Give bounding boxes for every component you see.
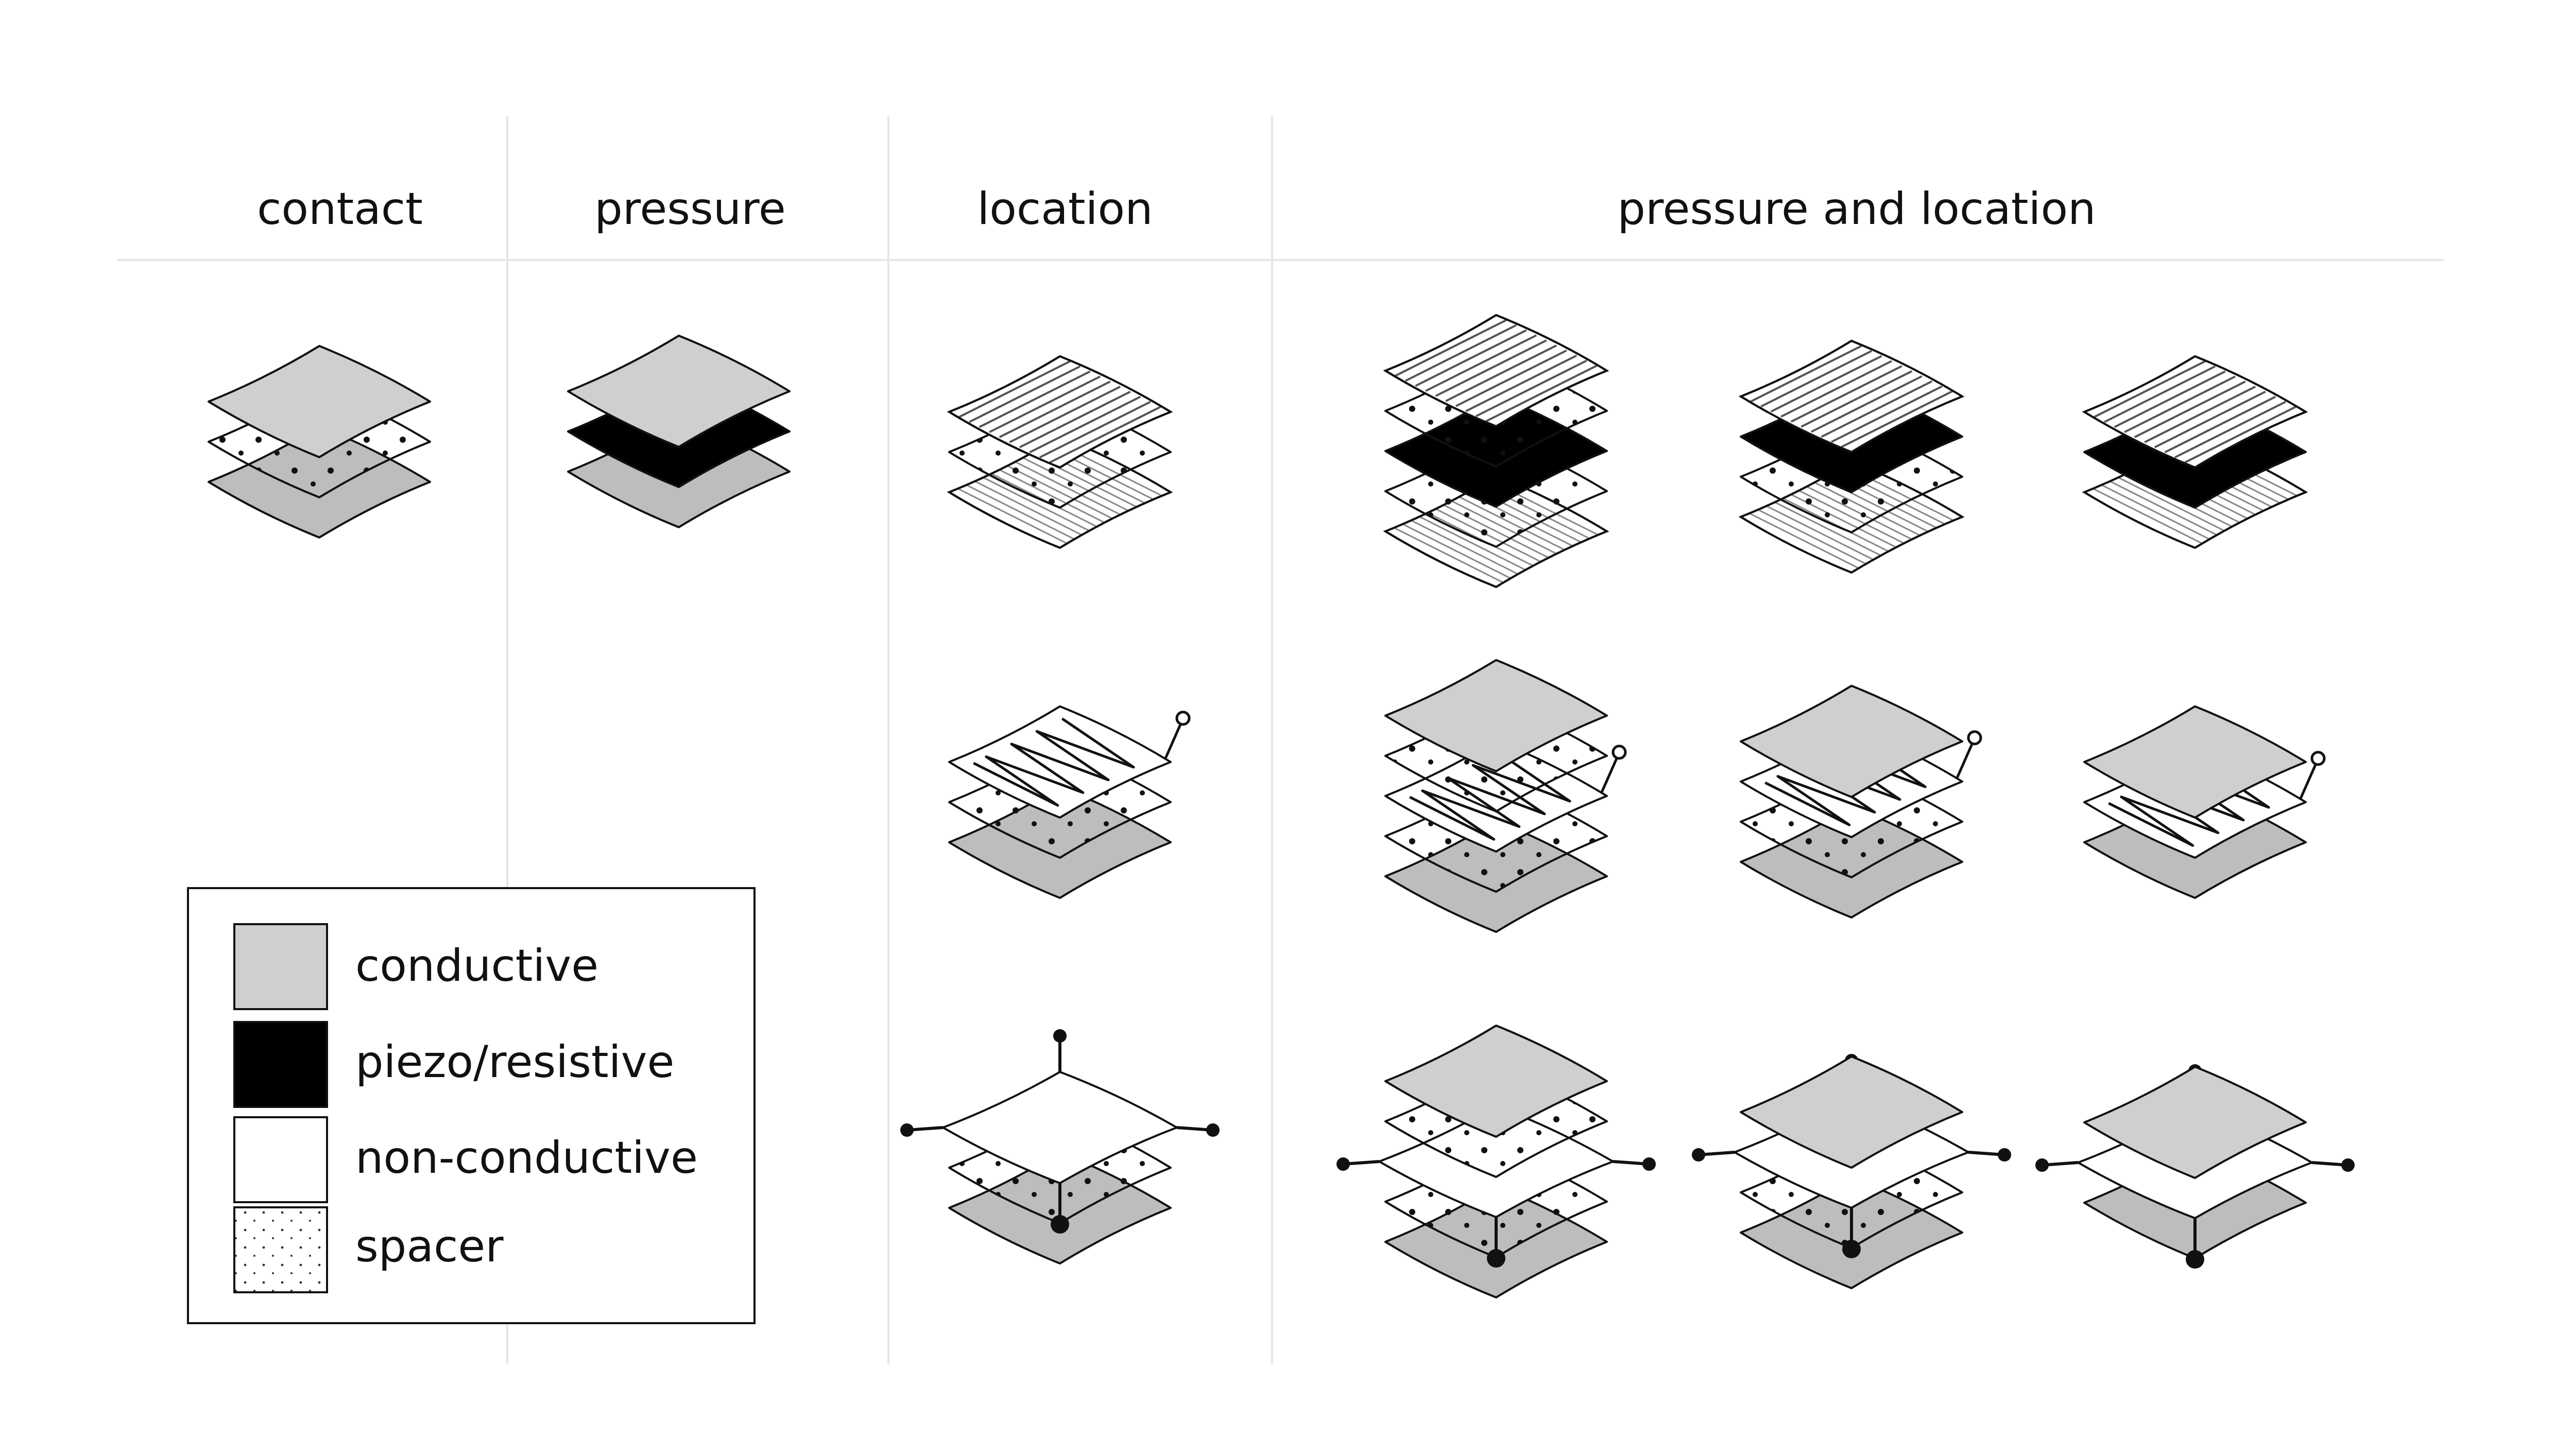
header-contact: contact bbox=[257, 183, 423, 235]
sensor-stack bbox=[1384, 659, 1627, 933]
sensor-stack bbox=[900, 1029, 1220, 1264]
terminal-top-icon bbox=[1053, 1029, 1067, 1043]
sensor-stack bbox=[1383, 314, 1609, 588]
legend-swatch-conductive bbox=[233, 923, 328, 1010]
legend-swatch-spacer bbox=[233, 1206, 328, 1293]
sensor-stack bbox=[1692, 1054, 2011, 1289]
legend-label-nonconductive: non-conductive bbox=[355, 1132, 698, 1184]
legend-label-piezo: piezo/resistive bbox=[355, 1036, 674, 1088]
layer-conductive bbox=[208, 345, 431, 458]
sensor-stack bbox=[567, 335, 791, 528]
layer-conductive bbox=[2083, 1066, 2307, 1179]
terminal-bottom-icon bbox=[2186, 1250, 2204, 1269]
layer-conductive bbox=[567, 335, 791, 448]
sensor-stack bbox=[948, 705, 1191, 899]
lead-terminal-icon bbox=[1175, 710, 1191, 726]
sensor-stack bbox=[1738, 339, 1965, 574]
terminal-bottom-icon bbox=[1487, 1249, 1505, 1268]
lead-terminal-icon bbox=[2310, 751, 2326, 766]
terminal-left-icon bbox=[900, 1123, 914, 1137]
header-location: location bbox=[977, 183, 1153, 235]
layer-conductive bbox=[1384, 1025, 1608, 1138]
terminal-right-icon bbox=[1642, 1157, 1656, 1171]
legend-label-conductive: conductive bbox=[355, 940, 598, 992]
terminal-left-icon bbox=[2035, 1158, 2049, 1172]
lead-terminal-icon bbox=[1611, 744, 1627, 760]
terminal-right-icon bbox=[2341, 1158, 2355, 1172]
header-pressure: pressure bbox=[594, 183, 785, 235]
legend: conductive piezo/resistive non-conductiv… bbox=[187, 887, 756, 1324]
sensor-stack bbox=[208, 345, 431, 539]
layer-conductive bbox=[2083, 705, 2307, 819]
layer-conductive bbox=[1740, 1055, 1963, 1169]
sensor-stack bbox=[1336, 1025, 1656, 1298]
legend-swatch-nonconductive bbox=[233, 1116, 328, 1203]
sensor-stack bbox=[2083, 705, 2326, 899]
legend-swatch-piezo bbox=[233, 1021, 328, 1108]
terminal-bottom-icon bbox=[1051, 1215, 1069, 1234]
layer-conductive bbox=[1384, 659, 1608, 772]
layer-conductive bbox=[1740, 685, 1963, 798]
sensor-stack bbox=[1740, 685, 1982, 918]
terminal-right-icon bbox=[1998, 1148, 2011, 1162]
sensor-stack bbox=[947, 355, 1173, 549]
terminal-right-icon bbox=[1206, 1123, 1220, 1137]
terminal-left-icon bbox=[1692, 1148, 1705, 1162]
legend-label-spacer: spacer bbox=[355, 1221, 504, 1272]
lead-terminal-icon bbox=[1967, 730, 1982, 746]
header-pressure-and-location: pressure and location bbox=[1617, 183, 2096, 235]
terminal-left-icon bbox=[1336, 1157, 1350, 1171]
sensor-stack bbox=[2082, 355, 2308, 549]
sensor-stack bbox=[2035, 1064, 2355, 1269]
sensor-stacks bbox=[208, 314, 2355, 1298]
terminal-bottom-icon bbox=[1842, 1240, 1861, 1258]
